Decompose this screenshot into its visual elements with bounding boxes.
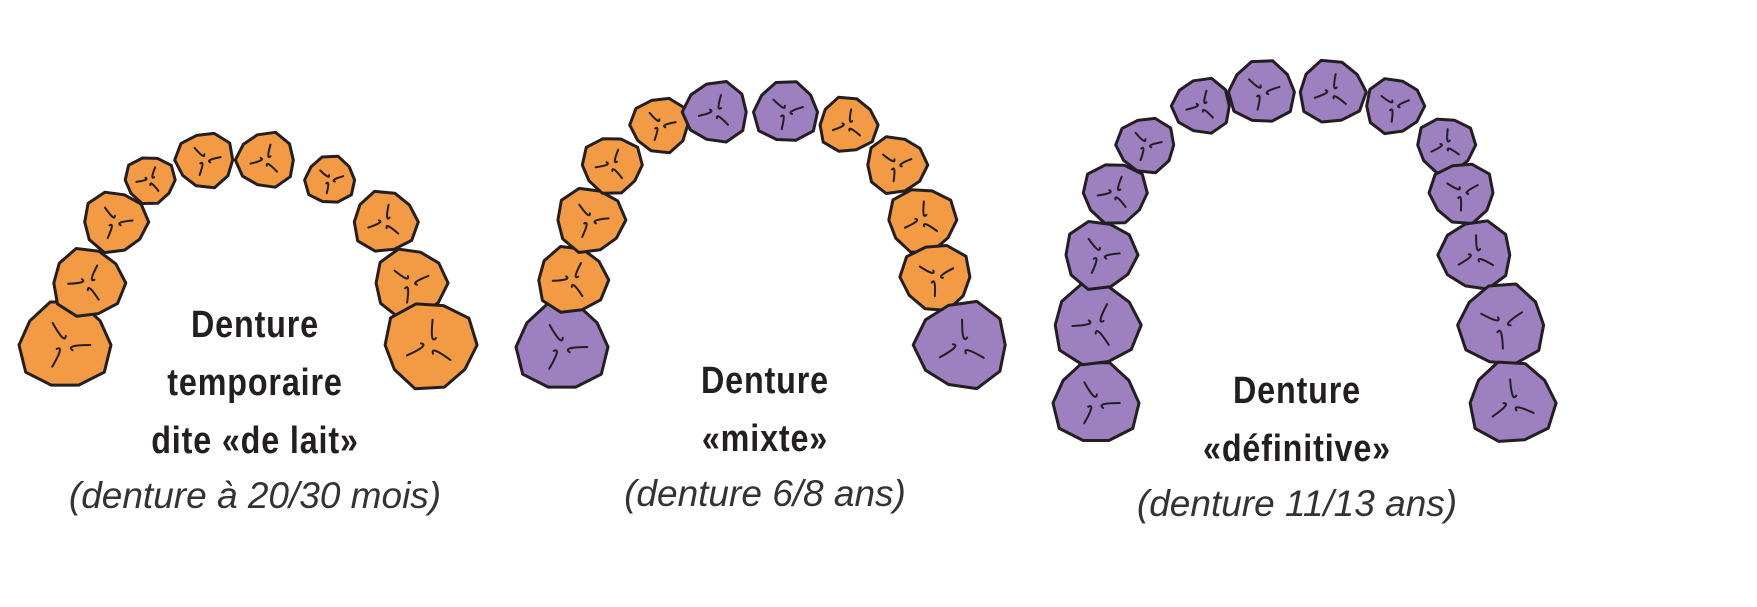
arch-title-line: Denture bbox=[1233, 370, 1361, 412]
arch-title-line: dite «de lait» bbox=[151, 420, 359, 462]
primary-tooth bbox=[818, 95, 880, 153]
permanent-tooth bbox=[1081, 163, 1149, 225]
primary-tooth bbox=[173, 131, 235, 190]
primary-tooth bbox=[537, 245, 611, 314]
primary-tooth bbox=[898, 244, 972, 312]
primary-tooth bbox=[352, 189, 420, 253]
permanent-tooth bbox=[1298, 58, 1368, 124]
arch-subtitle: (denture 11/13 ans) bbox=[1136, 483, 1458, 524]
arch-label-mixed: Denture «mixte» (denture 6/8 ans) bbox=[624, 352, 906, 520]
permanent-tooth bbox=[1456, 282, 1546, 366]
permanent-tooth bbox=[911, 299, 1007, 391]
primary-tooth bbox=[52, 247, 128, 318]
arch-label-permanent: Denture «définitive» (denture 11/13 ans) bbox=[1137, 362, 1457, 530]
arch-title-line: «définitive» bbox=[1203, 428, 1391, 470]
permanent-tooth bbox=[752, 80, 819, 142]
arch-subtitle: (denture 6/8 ans) bbox=[624, 473, 906, 514]
permanent-tooth bbox=[514, 302, 610, 389]
primary-tooth bbox=[383, 302, 479, 391]
primary-tooth bbox=[866, 135, 930, 195]
arch-subtitle: (denture à 20/30 mois) bbox=[68, 475, 442, 516]
permanent-tooth bbox=[1064, 220, 1140, 291]
permanent-tooth bbox=[1114, 116, 1176, 175]
permanent-tooth bbox=[1365, 77, 1427, 136]
permanent-tooth bbox=[1468, 360, 1558, 443]
arch-title-line: Denture bbox=[701, 360, 829, 402]
permanent-tooth bbox=[1226, 59, 1296, 123]
permanent-tooth bbox=[1169, 76, 1231, 135]
primary-tooth bbox=[580, 137, 644, 195]
primary-tooth bbox=[303, 154, 357, 204]
primary-tooth bbox=[123, 156, 177, 205]
arch-title-line: Denture bbox=[191, 304, 319, 346]
permanent-tooth bbox=[1053, 282, 1143, 367]
permanent-tooth bbox=[1427, 162, 1495, 225]
permanent-tooth bbox=[1436, 219, 1512, 291]
permanent-tooth bbox=[680, 80, 748, 144]
primary-tooth bbox=[556, 186, 628, 254]
arch-title-line: temporaire bbox=[167, 362, 343, 404]
primary-tooth bbox=[887, 188, 959, 254]
arch-label-temporary: Denture temporaire dite «de lait» (dentu… bbox=[69, 296, 441, 522]
permanent-tooth bbox=[1051, 361, 1141, 442]
primary-tooth bbox=[83, 190, 151, 255]
primary-tooth bbox=[233, 130, 295, 189]
arch-title-line: «mixte» bbox=[701, 418, 829, 460]
primary-tooth bbox=[628, 96, 690, 155]
